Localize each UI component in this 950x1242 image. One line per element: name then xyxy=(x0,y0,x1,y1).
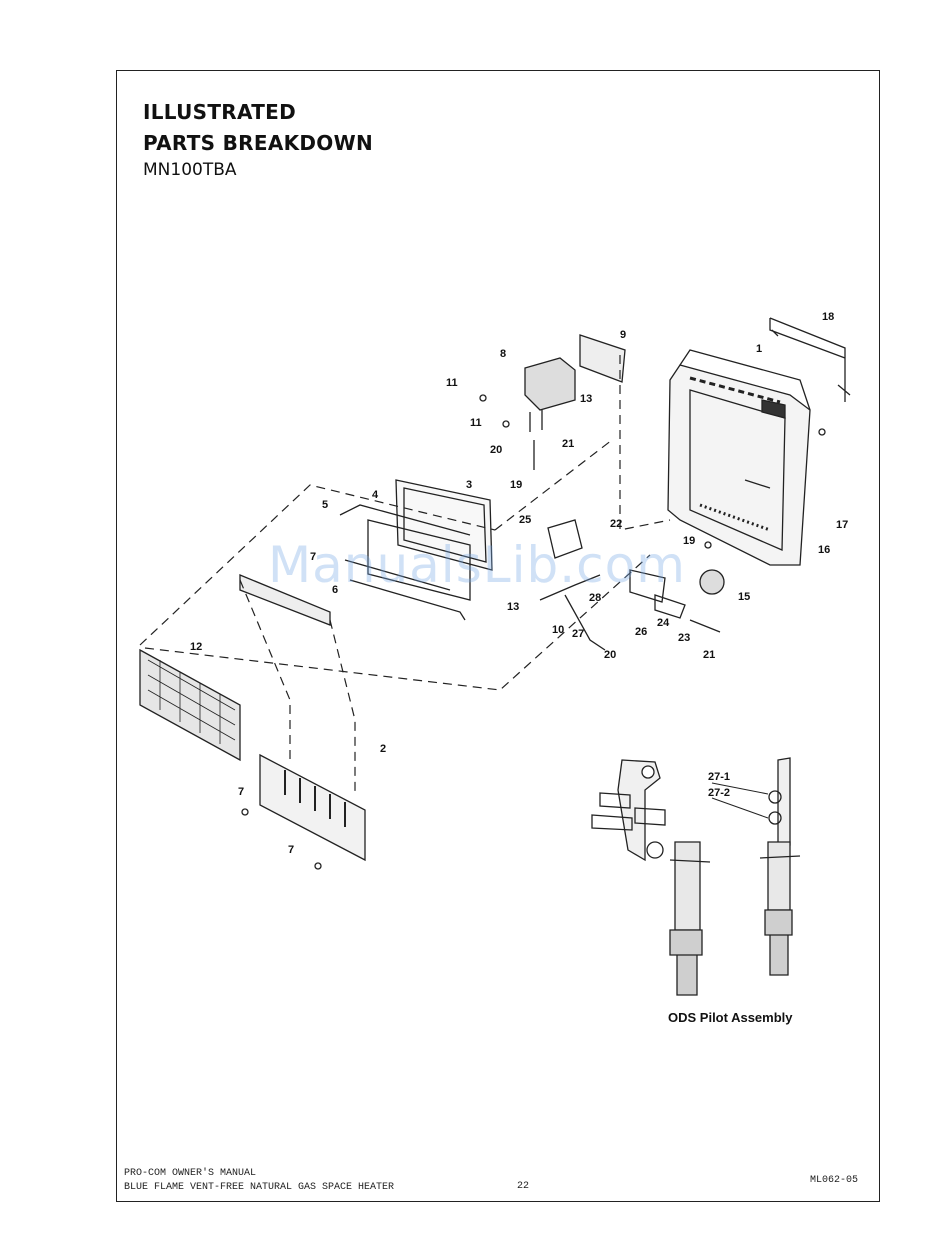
watermark: ManualsLib.com xyxy=(268,536,686,594)
part-label-18: 18 xyxy=(822,311,834,323)
part-label-21: 21 xyxy=(562,438,574,450)
doc-code: ML062-05 xyxy=(810,1175,858,1186)
part-label-17: 17 xyxy=(836,519,848,531)
heater-cabinet xyxy=(668,350,810,565)
pilot-caption: ODS Pilot Assembly xyxy=(668,1010,793,1025)
part-label-5: 5 xyxy=(322,499,328,511)
part-label-21: 21 xyxy=(703,649,715,661)
ods-pilot-assembly-side xyxy=(760,758,800,975)
part-label-15: 15 xyxy=(738,591,750,603)
ods-pilot-assembly-front xyxy=(592,760,710,995)
part-label-24: 24 xyxy=(657,617,670,629)
part-label-19: 19 xyxy=(510,479,522,491)
part-label-20: 20 xyxy=(490,444,502,456)
part-label-7: 7 xyxy=(238,786,244,798)
part-label-11: 11 xyxy=(470,417,482,429)
part-label-4: 4 xyxy=(372,489,379,501)
part-label-10: 10 xyxy=(552,624,564,636)
regulator xyxy=(700,570,724,594)
part-label-2: 2 xyxy=(380,743,386,755)
part-label-16: 16 xyxy=(818,544,830,556)
part-label-22: 22 xyxy=(610,518,622,530)
top-plate xyxy=(580,335,625,382)
part-label-9: 9 xyxy=(620,329,626,341)
part-label-13: 13 xyxy=(507,601,519,613)
part-label-8: 8 xyxy=(500,348,506,360)
part-label-23: 23 xyxy=(678,632,690,644)
part-label-20: 20 xyxy=(604,649,616,661)
part-label-25: 25 xyxy=(519,514,531,526)
part-label-7: 7 xyxy=(288,844,294,856)
front-screen xyxy=(140,650,240,760)
part-label-1: 1 xyxy=(756,343,762,355)
part-label-26: 26 xyxy=(635,626,647,638)
bracket-part xyxy=(770,318,850,402)
part-label-3: 3 xyxy=(466,479,472,491)
footer-line-1: PRO-COM OWNER'S MANUAL xyxy=(124,1168,256,1179)
footer-line-2: BLUE FLAME VENT-FREE NATURAL GAS SPACE H… xyxy=(124,1182,394,1193)
part-label-27: 27 xyxy=(572,628,584,640)
part-label-13: 13 xyxy=(580,393,592,405)
part-label-12: 12 xyxy=(190,641,202,653)
pilot-label-27-1: 27-1 xyxy=(708,771,730,783)
pilot-label-27-2: 27-2 xyxy=(708,787,730,799)
control-valve xyxy=(525,358,575,410)
part-label-11: 11 xyxy=(446,377,458,389)
page-number: 22 xyxy=(517,1181,529,1192)
louver-panel xyxy=(260,755,365,860)
